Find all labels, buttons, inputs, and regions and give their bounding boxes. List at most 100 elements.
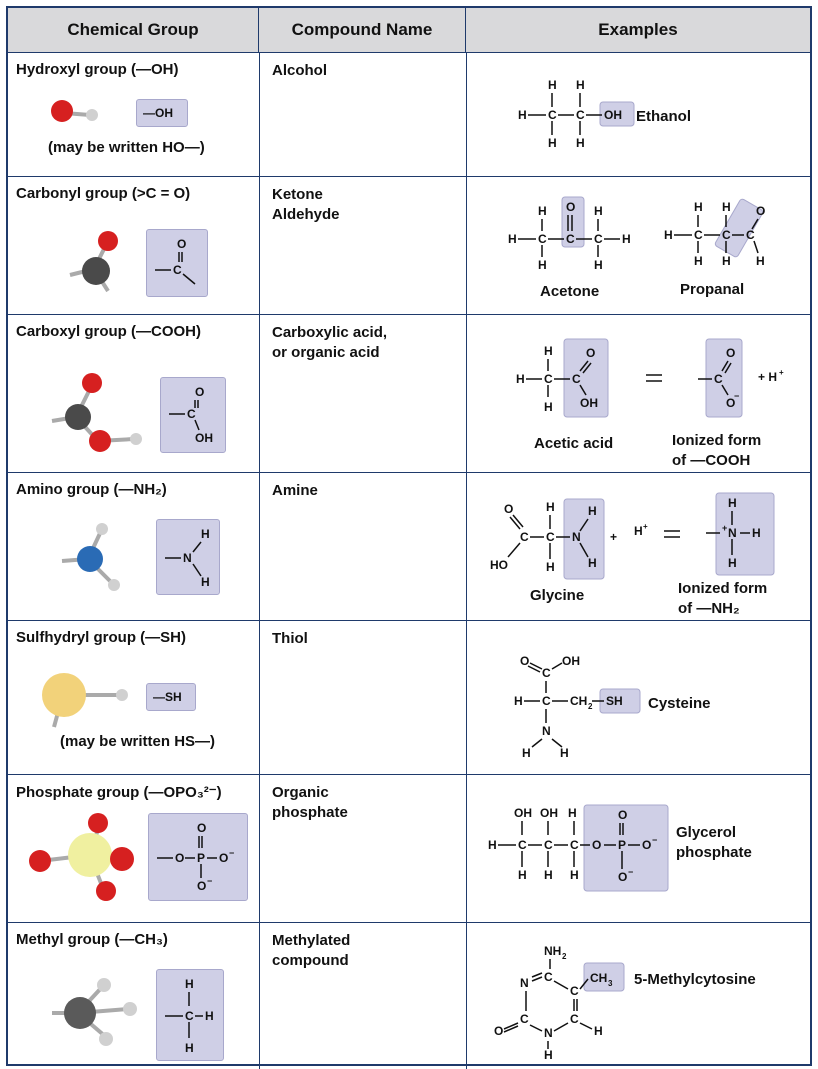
svg-text:H: H: [722, 254, 731, 268]
svg-text:C: C: [722, 228, 731, 242]
svg-text:SH: SH: [606, 694, 623, 708]
svg-text:H: H: [568, 806, 577, 820]
svg-text:C: C: [694, 228, 703, 242]
example-label-acetone: Acetone: [540, 283, 600, 300]
hydroxyl-model-icon: [51, 100, 98, 122]
svg-text:H: H: [538, 204, 547, 218]
svg-text:H: H: [634, 524, 643, 538]
svg-text:HO: HO: [490, 558, 508, 572]
group-name: Methyl group (—CH₃): [16, 931, 168, 948]
svg-text:O: O: [520, 654, 529, 668]
svg-text:H: H: [728, 556, 737, 570]
svg-text:−: −: [734, 391, 739, 401]
svg-text:C: C: [544, 372, 553, 386]
svg-text:H: H: [522, 746, 531, 760]
svg-text:H: H: [546, 560, 555, 574]
formula-box: —OH: [136, 99, 188, 127]
svg-text:H: H: [518, 868, 527, 882]
svg-text:C: C: [520, 1012, 529, 1026]
svg-text:H: H: [205, 1009, 214, 1023]
example-label-methylcytosine: 5-Methylcytosine: [634, 971, 756, 988]
compound-name: Organic phosphate: [272, 784, 348, 821]
example-label-glycerol-phosphate: Glycerol phosphate: [676, 824, 752, 861]
svg-text:H: H: [488, 838, 497, 852]
svg-text:NH: NH: [544, 944, 561, 958]
svg-text:O: O: [197, 879, 206, 893]
formula-text: —SH: [153, 690, 182, 704]
group-name: Phosphate group (—OPO₃²⁻): [16, 784, 222, 801]
example-label-ionized-cooh: Ionized form of —COOH: [672, 432, 762, 469]
svg-text:O: O: [592, 838, 601, 852]
svg-text:H: H: [622, 232, 631, 246]
svg-text:C: C: [544, 970, 553, 984]
example-label-glycine: Glycine: [530, 587, 585, 604]
svg-text:C: C: [570, 1012, 579, 1026]
svg-text:−: −: [628, 867, 633, 877]
svg-text:H: H: [576, 136, 585, 150]
svg-text:O: O: [175, 851, 184, 865]
svg-text:2: 2: [562, 952, 567, 961]
svg-text:C: C: [570, 984, 579, 998]
svg-text:OH: OH: [604, 108, 622, 122]
svg-text:H: H: [548, 136, 557, 150]
svg-text:C: C: [520, 530, 529, 544]
svg-text:O: O: [566, 200, 575, 214]
example-label-propanal: Propanal: [680, 281, 745, 298]
header-compound-name: Compound Name: [259, 8, 466, 52]
svg-text:H: H: [185, 977, 194, 991]
svg-text:O: O: [177, 237, 186, 251]
svg-text:P: P: [197, 851, 205, 865]
svg-text:C: C: [542, 666, 551, 680]
row-sulfhydryl: Sulfhydryl group (—SH) —SH (may be writt…: [8, 620, 810, 775]
svg-text:O: O: [756, 204, 765, 218]
svg-text:+: +: [779, 368, 784, 377]
svg-text:H: H: [548, 78, 557, 92]
svg-text:O: O: [642, 838, 651, 852]
svg-text:C: C: [566, 232, 575, 246]
svg-text:O: O: [504, 502, 513, 516]
svg-text:C: C: [538, 232, 547, 246]
group-note: (may be written HS—): [60, 733, 216, 750]
svg-text:H: H: [185, 1041, 194, 1055]
svg-text:H: H: [544, 400, 553, 414]
amino-model-icon: [61, 523, 120, 591]
carboxyl-model-icon: [51, 373, 142, 452]
svg-text:C: C: [570, 838, 579, 852]
formula-box: —SH: [146, 683, 196, 711]
svg-text:+: +: [610, 530, 617, 544]
svg-text:H: H: [518, 108, 527, 122]
svg-text:H: H: [722, 200, 731, 214]
row-hydroxyl: Hydroxyl group (—OH) —OH (may be written…: [8, 52, 810, 177]
svg-text:N: N: [728, 526, 737, 540]
sulfhydryl-model-icon: [42, 673, 128, 728]
svg-text:H: H: [508, 232, 517, 246]
svg-text:H: H: [694, 200, 703, 214]
group-name: Carboxyl group (—COOH): [16, 323, 202, 340]
svg-text:H: H: [544, 344, 553, 358]
group-name: Amino group (—NH₂): [16, 481, 167, 498]
svg-text:H: H: [752, 526, 761, 540]
svg-text:H: H: [588, 556, 597, 570]
svg-text:+ H: + H: [758, 370, 777, 384]
svg-text:3: 3: [608, 979, 613, 988]
svg-text:H: H: [201, 575, 210, 589]
compound-name: Amine: [272, 482, 318, 499]
svg-text:H: H: [544, 1048, 553, 1062]
svg-text:O: O: [618, 808, 627, 822]
svg-text:O: O: [586, 346, 595, 360]
header-chemical-group: Chemical Group: [8, 8, 259, 52]
group-name: Carbonyl group (>C = O): [16, 185, 191, 202]
svg-text:C: C: [542, 694, 551, 708]
svg-text:H: H: [756, 254, 765, 268]
svg-text:O: O: [195, 385, 204, 399]
svg-text:2: 2: [588, 702, 593, 711]
svg-text:O: O: [494, 1024, 503, 1038]
